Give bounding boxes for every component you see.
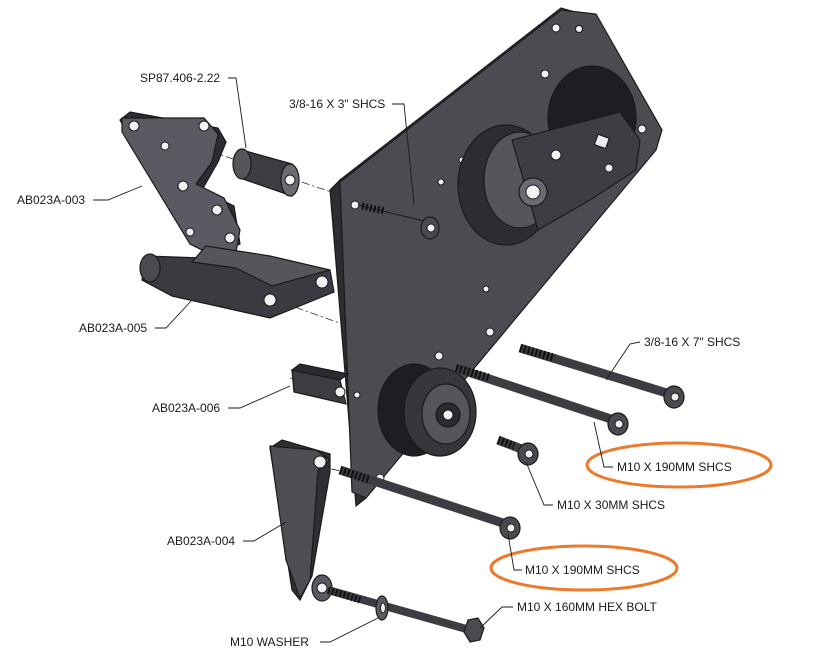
screw-m10x30 — [496, 435, 539, 466]
fasteners — [326, 202, 685, 643]
label-screw-3-8-16x3: 3/8-16 X 3" SHCS — [289, 97, 385, 111]
lower-idler-pulley — [377, 363, 477, 457]
bracket-ab023a-003 — [119, 111, 241, 257]
arm-ab023a-004 — [269, 439, 333, 602]
screw-m10x190-upper — [454, 363, 629, 436]
screw-3-8-16x7-shcs — [518, 343, 685, 409]
spacer-sp87 — [232, 148, 300, 197]
screw-3-8-16x3-shcs — [357, 202, 440, 240]
bracket-ab023a-005 — [139, 245, 335, 319]
label-spacer-sp87: SP87.406-2.22 — [140, 71, 220, 85]
leader-lines — [93, 77, 641, 643]
label-screw-3-8-16x7: 3/8-16 X 7" SHCS — [644, 335, 740, 349]
highlight-ring-upper — [585, 441, 773, 489]
label-arm-004: AB023A-004 — [167, 534, 235, 548]
label-m10x30: M10 X 30MM SHCS — [557, 498, 665, 512]
label-spacer-006: AB023A-006 — [152, 401, 220, 415]
label-m10x190-lower: M10 X 190MM SHCS — [525, 563, 640, 577]
label-m10x190-upper: M10 X 190MM SHCS — [617, 460, 732, 474]
upper-tensioner-pulley — [457, 65, 641, 246]
spacer-ab023a-006 — [290, 363, 350, 405]
label-washer: M10 WASHER — [230, 635, 309, 649]
screw-m10x190-lower — [338, 465, 521, 540]
label-bracket-003: AB023A-003 — [17, 193, 85, 207]
label-bracket-005: AB023A-005 — [79, 321, 147, 335]
hex-bolt-m10x160 — [326, 586, 485, 643]
highlight-ring-lower — [489, 544, 679, 592]
part-labels: SP87.406-2.22 3/8-16 X 3" SHCS AB023A-00… — [17, 71, 740, 649]
m10-washer — [375, 595, 389, 621]
label-hex-bolt: M10 X 160MM HEX BOLT — [517, 600, 657, 614]
highlight-rings — [489, 441, 773, 592]
